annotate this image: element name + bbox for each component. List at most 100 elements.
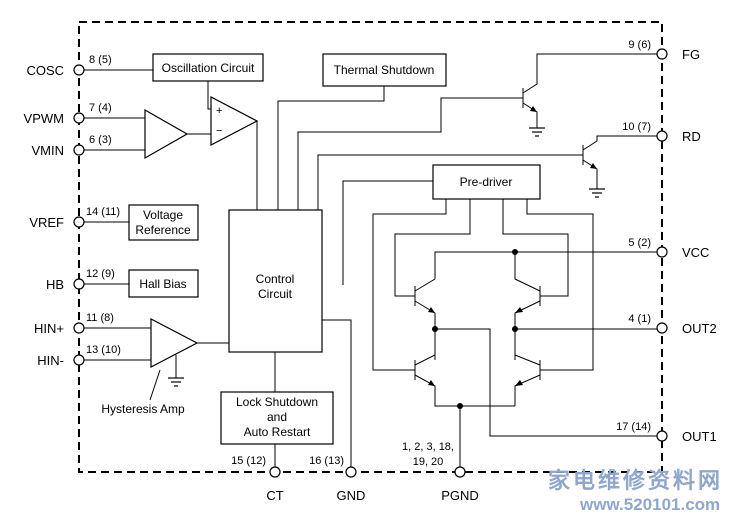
pin-vmin-number: 6 (3) <box>89 134 112 146</box>
pin-out2-number: 4 (1) <box>628 313 651 325</box>
predriver-box <box>432 164 541 200</box>
fg-emitter-arrow <box>530 106 537 112</box>
comparator-triangle <box>210 96 259 146</box>
oscillation-circuit-box <box>152 53 264 82</box>
vpwm-amp-triangle <box>144 108 189 160</box>
bridge-q4-collector <box>514 329 541 366</box>
fg-transistor-emitter <box>522 102 538 128</box>
pin-hin-minus: HIN- 13 (10) <box>37 344 121 368</box>
pin-out1-circle <box>656 430 668 442</box>
voltage-reference-label-2: Reference <box>135 223 191 237</box>
pin-vpwm-number: 7 (4) <box>89 102 112 114</box>
wire-predriver-c <box>502 199 569 297</box>
wire-hyst-label-pointer <box>149 369 161 401</box>
pin-vcc-label: VCC <box>682 245 709 260</box>
lock-shutdown-label-1: Lock Shutdown <box>236 395 318 409</box>
pin-vmin-circle <box>73 144 85 156</box>
control-circuit-block: Control Circuit <box>228 209 323 353</box>
hysteresis-amp: Hysteresis Amp <box>101 318 199 416</box>
pin-out2: OUT2 4 (1) <box>628 313 716 336</box>
bridge-q3-collector <box>414 329 436 366</box>
pin-vcc-circle <box>656 246 668 258</box>
pin-cosc-label: COSC <box>26 63 64 78</box>
wire-control-fg <box>297 97 513 210</box>
junction-dots <box>432 249 518 409</box>
wire-predriver-a <box>372 199 447 371</box>
pin-vpwm-circle <box>73 112 85 124</box>
control-circuit-label-1: Control <box>256 272 295 286</box>
pin-rd-number: 10 (7) <box>622 121 651 133</box>
pin-hin-plus-label: HIN+ <box>34 321 64 336</box>
wire-control-rd <box>317 154 583 210</box>
pin-hin-minus-label: HIN- <box>37 353 64 368</box>
pin-hin-minus-number: 13 (10) <box>86 344 121 356</box>
pin-vref-number: 14 (11) <box>86 206 120 218</box>
lock-shutdown-block: Lock Shutdown and Auto Restart <box>220 391 334 445</box>
pin-rd-circle <box>656 130 668 142</box>
pin-gnd-number: 16 (13) <box>309 455 344 467</box>
watermark-line-1: 家电维修资料网 <box>548 468 723 493</box>
bridge-q3-emitter <box>414 374 515 407</box>
lock-shutdown-label-3: Auto Restart <box>244 425 311 439</box>
junction-out1 <box>432 326 438 332</box>
pin-vref: VREF 14 (11) <box>29 206 120 230</box>
pin-hin-plus-number: 11 (8) <box>86 312 114 324</box>
pwm-comparator: + − <box>210 96 259 146</box>
comparator-plus-sign: + <box>216 105 222 117</box>
oscillation-circuit-label: Oscillation Circuit <box>162 61 255 75</box>
pin-vref-label: VREF <box>29 215 64 230</box>
rd-transistor-emitter <box>582 159 598 189</box>
predriver-block: Pre-driver <box>432 164 541 200</box>
comparator-minus-sign: − <box>216 125 222 137</box>
pin-hb-number: 12 (9) <box>86 268 115 280</box>
wire-out1 <box>435 328 657 437</box>
pin-hin-plus: HIN+ 11 (8) <box>34 312 114 336</box>
hysteresis-amp-triangle <box>150 318 199 368</box>
fg-transistor-collector <box>522 53 657 94</box>
pin-cosc-number: 8 (5) <box>89 54 112 66</box>
rd-ground-icon <box>589 188 605 198</box>
pin-vpwm: VPWM 7 (4) <box>24 102 112 126</box>
lock-shutdown-box <box>220 391 334 445</box>
wire-predriver-d <box>526 199 594 371</box>
watermark: 家电维修资料网 www.520101.com <box>548 468 723 514</box>
bridge-q2-collector <box>514 252 541 292</box>
pin-fg-label: FG <box>682 47 700 62</box>
pin-gnd: GND 16 (13) <box>309 455 365 503</box>
fg-ground-icon <box>529 127 545 137</box>
q1-emitter-arrow <box>428 307 435 313</box>
wiring <box>84 53 657 467</box>
thermal-shutdown-label: Thermal Shutdown <box>334 63 435 77</box>
junction-out2 <box>512 326 518 332</box>
rd-emitter-arrow <box>590 163 597 169</box>
pin-out1: OUT1 17 (14) <box>616 421 717 444</box>
hall-bias-label: Hall Bias <box>139 277 186 291</box>
pin-ct-circle <box>269 466 281 478</box>
pin-fg-number: 9 (6) <box>628 39 651 51</box>
thermal-shutdown-block: Thermal Shutdown <box>322 53 447 87</box>
bridge-q4-emitter <box>514 374 541 406</box>
junction-vcc <box>512 249 518 255</box>
pin-vmin: VMIN 6 (3) <box>32 134 112 158</box>
transistor-arrows <box>428 106 597 386</box>
pin-hin-minus-circle <box>73 354 85 366</box>
lock-shutdown-label-2: and <box>267 410 287 424</box>
wire-control-predriver <box>342 180 433 285</box>
junction-pgnd <box>457 403 463 409</box>
hyst-ground-icon <box>168 377 184 387</box>
pin-gnd-circle <box>345 466 357 478</box>
oscillation-circuit-block: Oscillation Circuit <box>152 53 264 82</box>
pin-gnd-label: GND <box>337 488 366 503</box>
hysteresis-amp-label: Hysteresis Amp <box>101 402 185 416</box>
pin-hb-label: HB <box>46 277 64 292</box>
pin-pgnd-circle <box>454 466 466 478</box>
wire-control-thermal <box>277 86 385 210</box>
q3-emitter-arrow <box>428 380 435 386</box>
bridge-q1-collector <box>414 251 515 292</box>
watermark-line-2: www.520101.com <box>579 495 720 514</box>
pin-pgnd-number-line1: 1, 2, 3, 18, <box>402 441 454 453</box>
pin-out1-number: 17 (14) <box>616 421 651 433</box>
pin-rd: RD 10 (7) <box>622 121 701 144</box>
vpwm-vmin-amplifier <box>144 108 189 160</box>
